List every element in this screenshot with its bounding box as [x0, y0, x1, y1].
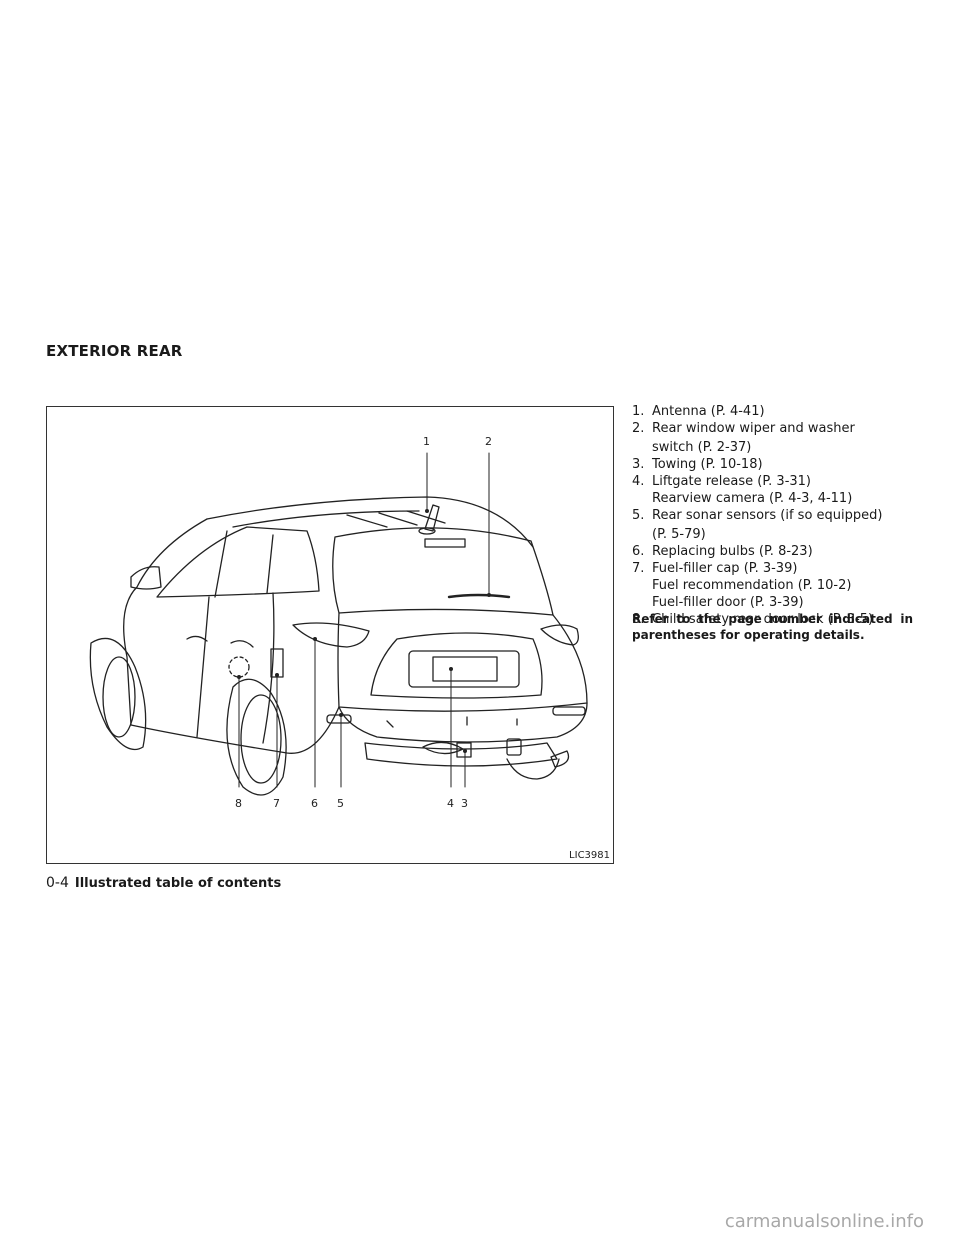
- page-number: 0-4: [46, 875, 69, 891]
- rear-window: [332, 527, 554, 616]
- front-wheel: [89, 637, 147, 751]
- item-number: 4.: [632, 474, 645, 489]
- item-text: Rear sonar sensors (if so equipped): [652, 508, 883, 523]
- callout-2: 2: [485, 435, 492, 448]
- item-text: switch (P. 2-37): [652, 440, 752, 455]
- callout-4: 4: [447, 797, 454, 810]
- callout-3: 3: [461, 797, 468, 810]
- item-number: 8.: [632, 612, 645, 627]
- page-footer: 0-4 Illustrated table of contents: [46, 875, 281, 891]
- item-number: 7.: [632, 561, 645, 576]
- item-text: Child safety rear door lock (P. 3-5): [652, 612, 874, 627]
- operating-details-note: Refer to the page number indicated in pa…: [632, 612, 913, 642]
- tail-light-right: [540, 624, 579, 646]
- list-item: 5. Rear sonar sensors (if so equipped) (…: [632, 507, 912, 543]
- list-item: 1. Antenna (P. 4-41): [632, 403, 912, 420]
- callout-5: 5: [337, 797, 344, 810]
- child-lock-marker: [228, 656, 250, 678]
- item-number: 3.: [632, 457, 645, 472]
- list-item: 8. Child safety rear door lock (P. 3-5): [632, 611, 912, 628]
- item-text: Rearview camera (P. 4-3, 4-11): [652, 491, 853, 506]
- tow-hook-cover: [456, 742, 472, 758]
- callout-7: 7: [273, 797, 280, 810]
- figure-id: LIC3981: [569, 850, 610, 861]
- callout-1: 1: [423, 435, 430, 448]
- item-text: Rear window wiper and washer: [652, 421, 855, 436]
- item-number: 5.: [632, 508, 645, 523]
- item-number: 1.: [632, 404, 645, 419]
- item-text: Fuel-filler cap (P. 3-39): [652, 561, 798, 576]
- roof-line: [206, 496, 534, 548]
- callout-8: 8: [235, 797, 242, 810]
- item-text: Liftgate release (P. 3-31): [652, 474, 812, 489]
- list-item: 2. Rear window wiper and washer switch (…: [632, 420, 912, 456]
- tail-light-left: [292, 622, 370, 648]
- item-number: 6.: [632, 544, 645, 559]
- list-item: 6. Replacing bulbs (P. 8-23): [632, 543, 912, 560]
- rear-wheel-right: [506, 758, 560, 780]
- list-item: 7. Fuel-filler cap (P. 3-39) Fuel recomm…: [632, 560, 912, 611]
- item-number: 2.: [632, 421, 645, 436]
- watermark: carmanualsonline.info: [724, 1211, 924, 1232]
- item-text: Antenna (P. 4-41): [652, 404, 765, 419]
- item-text: Replacing bulbs (P. 8-23): [652, 544, 813, 559]
- list-item: 4. Liftgate release (P. 3-31) Rearview c…: [632, 473, 912, 507]
- rear-wheel-left: [226, 678, 287, 796]
- footer-title: Illustrated table of contents: [74, 876, 282, 891]
- contents-list: 1. Antenna (P. 4-41) 2. Rear window wipe…: [632, 403, 912, 628]
- item-text: (P. 5-79): [652, 527, 706, 542]
- item-text: Towing (P. 10-18): [652, 457, 763, 472]
- side-mirror: [130, 566, 162, 590]
- item-text: Fuel-filler door (P. 3-39): [652, 595, 804, 610]
- vehicle-rear-illustration: 1 2 8 7 6 5 4 3 LIC3981: [46, 406, 614, 864]
- item-text: Fuel recommendation (P. 10-2): [652, 578, 852, 593]
- list-item: 3. Towing (P. 10-18): [632, 456, 912, 473]
- suv-rear-drawing: 1 2 8 7 6 5 4 3: [89, 435, 588, 810]
- section-title: EXTERIOR REAR: [46, 342, 183, 360]
- callout-6: 6: [311, 797, 318, 810]
- antenna-shape: [424, 504, 440, 532]
- side-windows: [156, 526, 320, 598]
